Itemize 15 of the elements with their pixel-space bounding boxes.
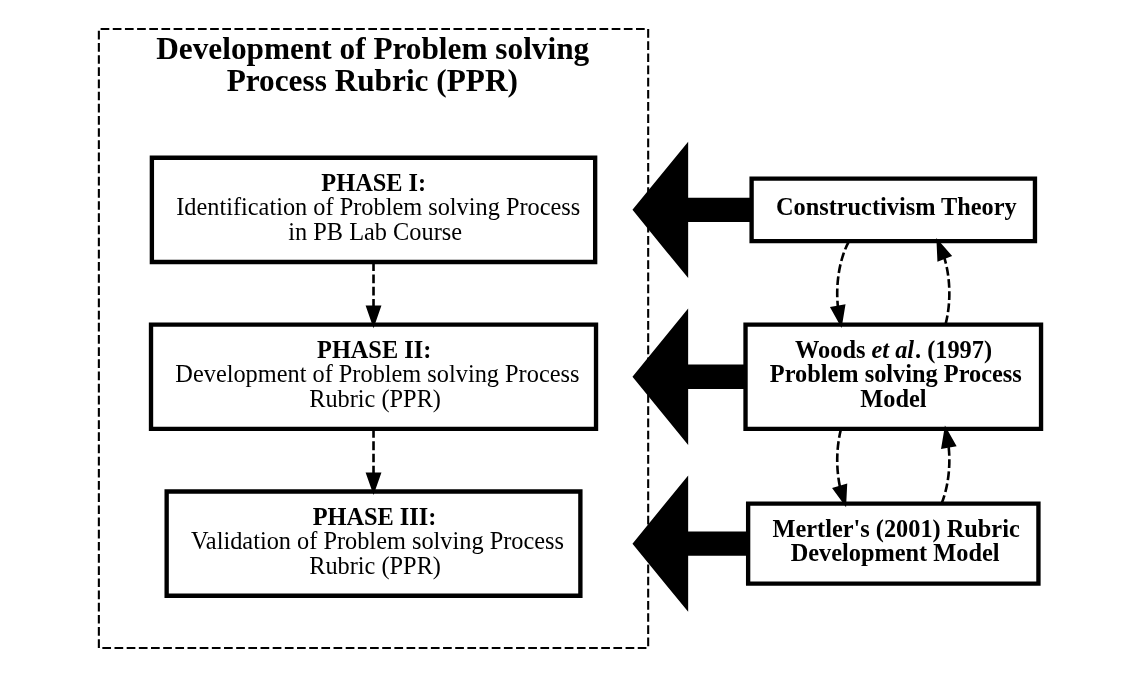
arrow (832, 429, 848, 508)
node-box: Woods et al. (1997) Problem solving Process Model (743, 322, 1044, 432)
arrow (632, 475, 748, 612)
arrow (936, 237, 953, 325)
arrow (632, 141, 752, 279)
arrow (829, 241, 850, 328)
node-box: PHASE III: Validation of Problem solving Process Rubric (PPR) (164, 489, 583, 598)
node-box: Mertler's (2001) Rubric Development Model (745, 501, 1041, 586)
arrow (940, 425, 957, 504)
arrow (365, 262, 382, 329)
arrow (632, 308, 746, 445)
arrow (365, 429, 382, 496)
node-box: PHASE II: Development of Problem solving Process Rubric (PPR) (148, 322, 599, 432)
node-box: PHASE I: Identification of Problem solving Process in PB Lab Course (149, 155, 598, 265)
node-box: Constructivism Theory (749, 176, 1038, 244)
